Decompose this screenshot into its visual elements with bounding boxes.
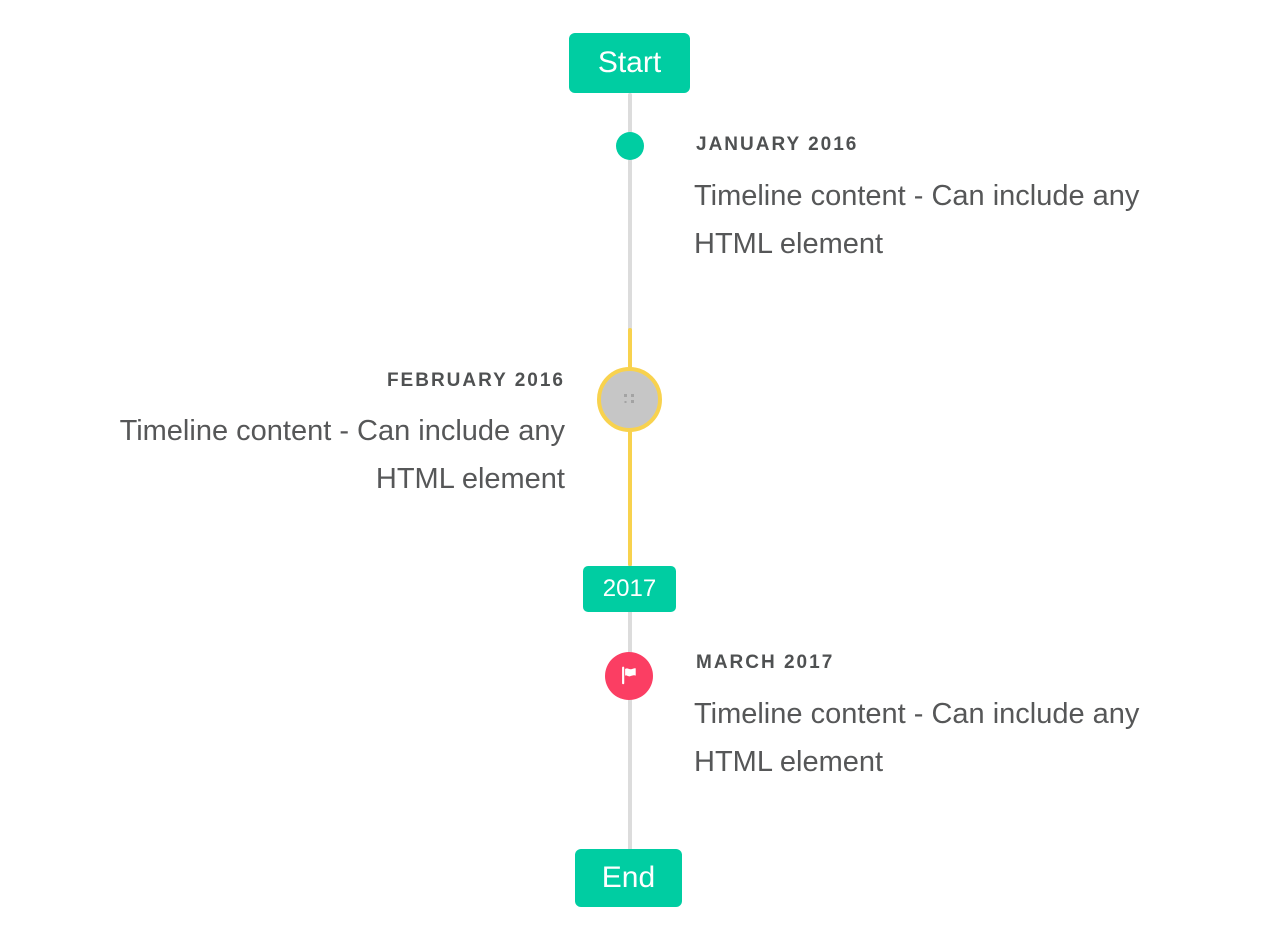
flag-icon	[622, 666, 636, 685]
entry-title-february-2016: FEBRUARY 2016	[386, 370, 565, 391]
event-image-marker[interactable]	[597, 367, 662, 432]
start-badge[interactable]: Start	[569, 33, 690, 93]
event-flag-marker[interactable]	[605, 652, 653, 700]
entry-title-march-2017: MARCH 2017	[696, 652, 835, 673]
entry-content-february-2016: Timeline content - Can include any HTML …	[119, 415, 565, 495]
entry-content-january-2016: Timeline content - Can include any HTML …	[694, 180, 1140, 260]
image-placeholder-icon	[624, 394, 634, 403]
timeline-active-segment	[628, 328, 632, 566]
period-badge-2017[interactable]: 2017	[583, 566, 676, 612]
entry-content-march-2017: Timeline content - Can include any HTML …	[694, 698, 1140, 778]
event-dot-marker[interactable]	[616, 132, 644, 160]
entry-title-january-2016: JANUARY 2016	[696, 134, 859, 155]
end-badge[interactable]: End	[575, 849, 682, 907]
